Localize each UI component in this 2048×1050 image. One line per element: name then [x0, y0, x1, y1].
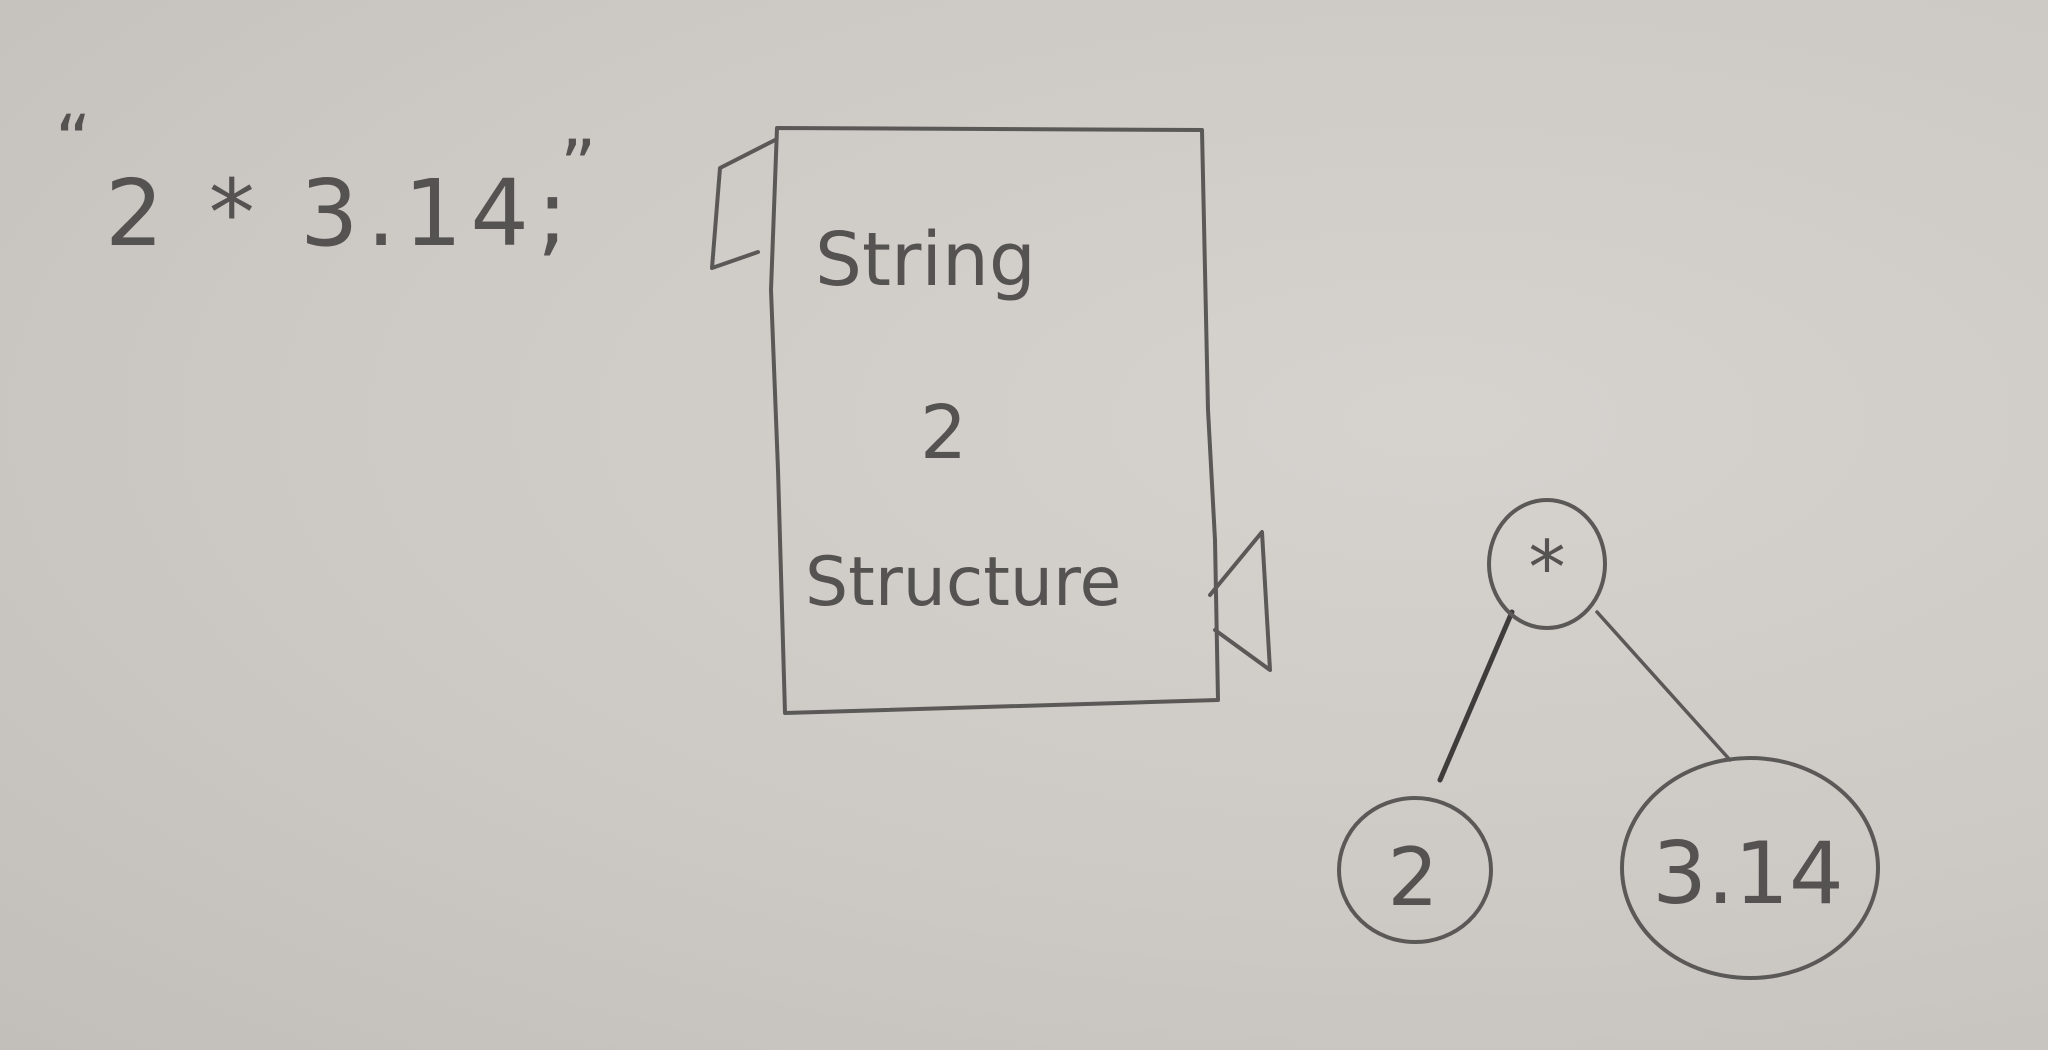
expression-tree: * 2 3.14: [1337, 498, 1880, 980]
tree-node-right: [1620, 756, 1880, 980]
tree-node-root: [1487, 498, 1607, 630]
tree-node-right-label: 3.14: [1652, 824, 1843, 924]
tree-edge-right: [1595, 610, 1732, 762]
tree-node-root-label: *: [1529, 525, 1566, 611]
tree-node-left: [1337, 796, 1493, 944]
expression-open-quote: “: [55, 100, 91, 182]
converter-line-string: String: [815, 217, 1036, 303]
converter-line-2: 2: [920, 390, 967, 476]
tree-node-left-label: 2: [1388, 831, 1439, 924]
converter-output-notch: [1208, 530, 1272, 672]
expression-text: 2 * 3.14;: [105, 160, 576, 267]
converter-input-notch: [710, 138, 777, 270]
expression-close-quote: ”: [560, 125, 596, 207]
expression-group: “ 2 * 3.14; ”: [55, 100, 596, 267]
converter-box-outline: [769, 126, 1220, 715]
converter-box: String 2 Structure: [710, 126, 1272, 715]
tree-edge-left: [1437, 609, 1515, 783]
converter-line-structure: Structure: [805, 543, 1121, 622]
